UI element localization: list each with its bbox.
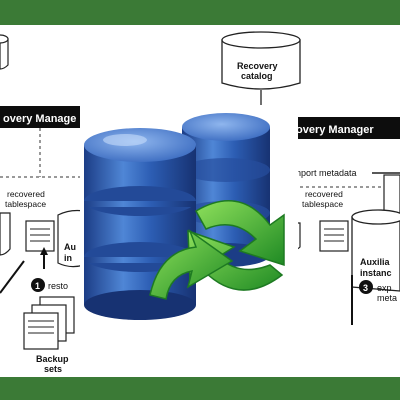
backup-sets-label-1: Backup — [36, 354, 69, 364]
left-header-label: overy Manage — [3, 113, 76, 125]
sync-arrows-icon — [149, 200, 285, 300]
database-icon — [84, 128, 196, 320]
left-step-badge — [31, 278, 45, 292]
right-recovered-label-2: tablespace — [302, 199, 343, 209]
right-diagram: Recovery catalog overy Manager nport met… — [221, 31, 400, 325]
right-recovered-label-1: recovered — [305, 189, 343, 199]
top-green-band — [0, 0, 400, 25]
left-step-number: 1 — [35, 281, 40, 291]
collage: overy Manage recovered tablespace — [0, 25, 400, 377]
right-step-number: 3 — [363, 283, 368, 293]
left-diagram: overy Manage recovered tablespace — [0, 34, 85, 374]
bottom-green-band — [0, 377, 400, 400]
document-icon — [25, 220, 55, 252]
left-step-text: resto — [48, 281, 68, 291]
left-header-bar — [0, 106, 82, 128]
cylinder-icon — [221, 31, 301, 90]
cylinder-icon — [0, 34, 9, 70]
right-step-label-2: meta — [377, 293, 397, 303]
cylinder-icon — [351, 209, 400, 292]
document-icon — [319, 220, 349, 252]
left-aux-label-1: Au — [64, 242, 76, 252]
right-step-label-1: exp — [377, 283, 392, 293]
right-step-badge — [359, 280, 373, 294]
import-metadata-label: nport metadata — [296, 168, 357, 178]
left-recovered-label-1: recovered — [7, 189, 45, 199]
right-aux-label-2: instanc — [360, 268, 392, 278]
left-aux-label-2: in — [64, 253, 72, 263]
cylinder-icon — [0, 212, 11, 256]
backup-sets-icon — [23, 296, 75, 350]
database-sync-graphic — [80, 105, 298, 325]
backup-sets-label-2: sets — [44, 364, 62, 374]
left-recovered-label-2: tablespace — [5, 199, 46, 209]
right-header-bar — [292, 117, 400, 139]
catalog-label-2: catalog — [241, 71, 273, 81]
right-header-label: overy Manager — [296, 124, 374, 136]
right-aux-label-1: Auxilia — [360, 257, 391, 267]
catalog-label-1: Recovery — [237, 61, 278, 71]
